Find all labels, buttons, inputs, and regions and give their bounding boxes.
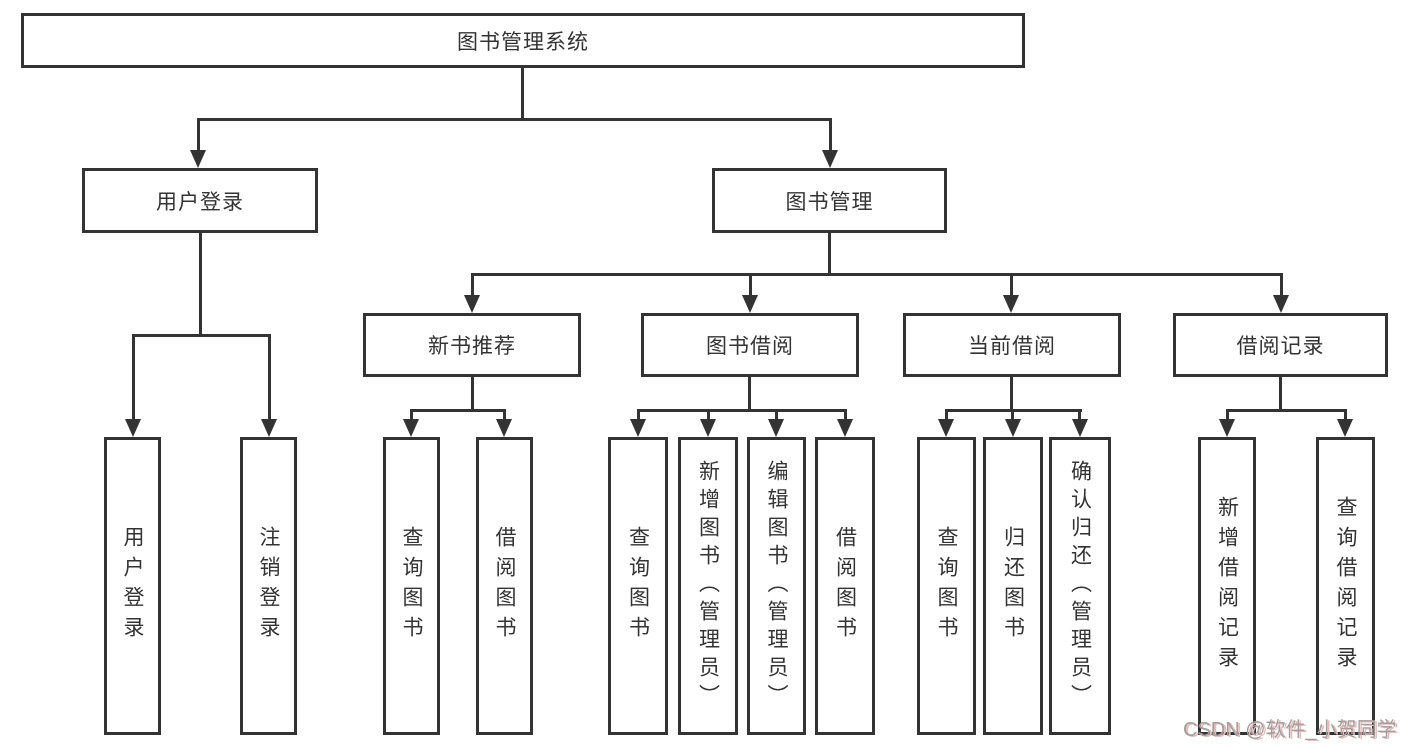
node-book-management: 图书管理: [712, 168, 947, 233]
connector-line: [1344, 409, 1347, 423]
node-root-label: 图书管理系统: [457, 30, 589, 54]
node-current-borrow: 当前借阅: [903, 313, 1121, 377]
leaf-recommend-borrow-book: 借阅图书: [476, 437, 533, 735]
arrowhead-down-icon: [125, 419, 141, 437]
leaf-add-book-admin: 新增图书（管理员）: [678, 437, 738, 735]
arrowhead-down-icon: [1005, 419, 1021, 437]
connector-line: [471, 377, 474, 412]
arrowhead-down-icon: [190, 150, 206, 168]
connector-line: [1279, 377, 1282, 412]
connector-line: [197, 118, 832, 121]
leaf-user-login-label: 用户登录: [121, 526, 144, 646]
leaf-borrow-query-book-label: 查询图书: [626, 526, 650, 646]
leaf-query-borrow-record-label: 查询借阅记录: [1334, 496, 1357, 676]
leaf-edit-book-admin: 编辑图书（管理员）: [747, 437, 806, 735]
leaf-logout-label: 注销登录: [257, 526, 280, 646]
arrowhead-down-icon: [1219, 419, 1235, 437]
leaf-recommend-borrow-book-label: 借阅图书: [493, 526, 516, 646]
leaf-add-borrow-record-label: 新增借阅记录: [1215, 496, 1239, 676]
connector-line: [199, 233, 202, 337]
leaf-current-query-book: 查询图书: [917, 437, 976, 735]
csdn-watermark: CSDN @软件_小贺同学: [1183, 719, 1397, 741]
connector-line: [1078, 409, 1081, 423]
leaf-recommend-query-book-label: 查询图书: [400, 526, 423, 646]
arrowhead-down-icon: [1273, 295, 1289, 313]
arrowhead-down-icon: [1072, 419, 1088, 437]
leaf-edit-book-admin-label: 编辑图书（管理员）: [765, 460, 788, 712]
arrowhead-down-icon: [403, 419, 419, 437]
connector-line: [410, 409, 506, 412]
node-user-login-label: 用户登录: [156, 190, 244, 214]
arrowhead-down-icon: [261, 419, 277, 437]
leaf-logout: 注销登录: [240, 437, 297, 735]
leaf-user-login: 用户登录: [104, 437, 161, 735]
arrowhead-down-icon: [630, 419, 646, 437]
leaf-return-book-label: 归还图书: [1001, 526, 1025, 646]
leaf-confirm-return-admin: 确认归还（管理员）: [1049, 437, 1111, 735]
node-user-login: 用户登录: [82, 168, 318, 233]
leaf-query-borrow-record: 查询借阅记录: [1316, 437, 1375, 735]
node-book-management-label: 图书管理: [785, 190, 874, 214]
connector-line: [775, 409, 778, 423]
arrowhead-down-icon: [822, 150, 838, 168]
arrowhead-down-icon: [837, 419, 853, 437]
connector-line: [132, 334, 271, 337]
leaf-borrow-query-book: 查询图书: [608, 437, 668, 735]
arrowhead-down-icon: [1337, 419, 1353, 437]
leaf-recommend-query-book: 查询图书: [383, 437, 440, 735]
connector-line: [1226, 409, 1229, 423]
connector-line: [471, 273, 1283, 276]
connector-line: [749, 273, 752, 299]
connector-line: [1226, 409, 1347, 412]
connector-line: [197, 118, 200, 154]
connector-line: [637, 409, 640, 423]
arrowhead-down-icon: [938, 419, 954, 437]
leaf-add-borrow-record: 新增借阅记录: [1198, 437, 1256, 735]
connector-line: [1280, 273, 1283, 299]
arrowhead-down-icon: [464, 295, 480, 313]
leaf-borrow-book: 借阅图书: [815, 437, 875, 735]
connector-line: [471, 273, 474, 299]
connector-line: [829, 118, 832, 154]
connector-line: [748, 377, 751, 412]
connector-line: [945, 409, 948, 423]
connector-line: [1011, 409, 1014, 423]
connector-line: [1010, 377, 1013, 412]
connector-line: [521, 68, 524, 121]
connector-line: [637, 409, 846, 412]
arrowhead-down-icon: [1003, 295, 1019, 313]
node-borrow-record: 借阅记录: [1173, 313, 1388, 377]
node-book-borrow-label: 图书借阅: [706, 335, 794, 358]
connector-line: [844, 409, 847, 423]
node-book-borrow: 图书借阅: [641, 313, 859, 377]
connector-line: [132, 334, 135, 422]
leaf-add-book-admin-label: 新增图书（管理员）: [696, 460, 720, 712]
connector-line: [707, 409, 710, 423]
node-new-book-recommend-label: 新书推荐: [428, 335, 516, 358]
connector-line: [828, 233, 831, 276]
leaf-current-query-book-label: 查询图书: [935, 526, 958, 646]
connector-line: [503, 409, 506, 423]
leaf-return-book: 归还图书: [983, 437, 1043, 735]
connector-line: [1010, 273, 1013, 299]
arrowhead-down-icon: [496, 419, 512, 437]
connector-line: [268, 334, 271, 422]
node-current-borrow-label: 当前借阅: [968, 335, 1056, 358]
node-root: 图书管理系统: [21, 13, 1025, 68]
arrowhead-down-icon: [742, 295, 758, 313]
leaf-confirm-return-admin-label: 确认归还（管理员）: [1068, 460, 1092, 712]
node-new-book-recommend: 新书推荐: [363, 313, 581, 377]
node-borrow-record-label: 借阅记录: [1236, 335, 1325, 358]
connector-line: [410, 409, 413, 423]
arrowhead-down-icon: [768, 419, 784, 437]
arrowhead-down-icon: [700, 419, 716, 437]
leaf-borrow-book-label: 借阅图书: [833, 526, 857, 646]
